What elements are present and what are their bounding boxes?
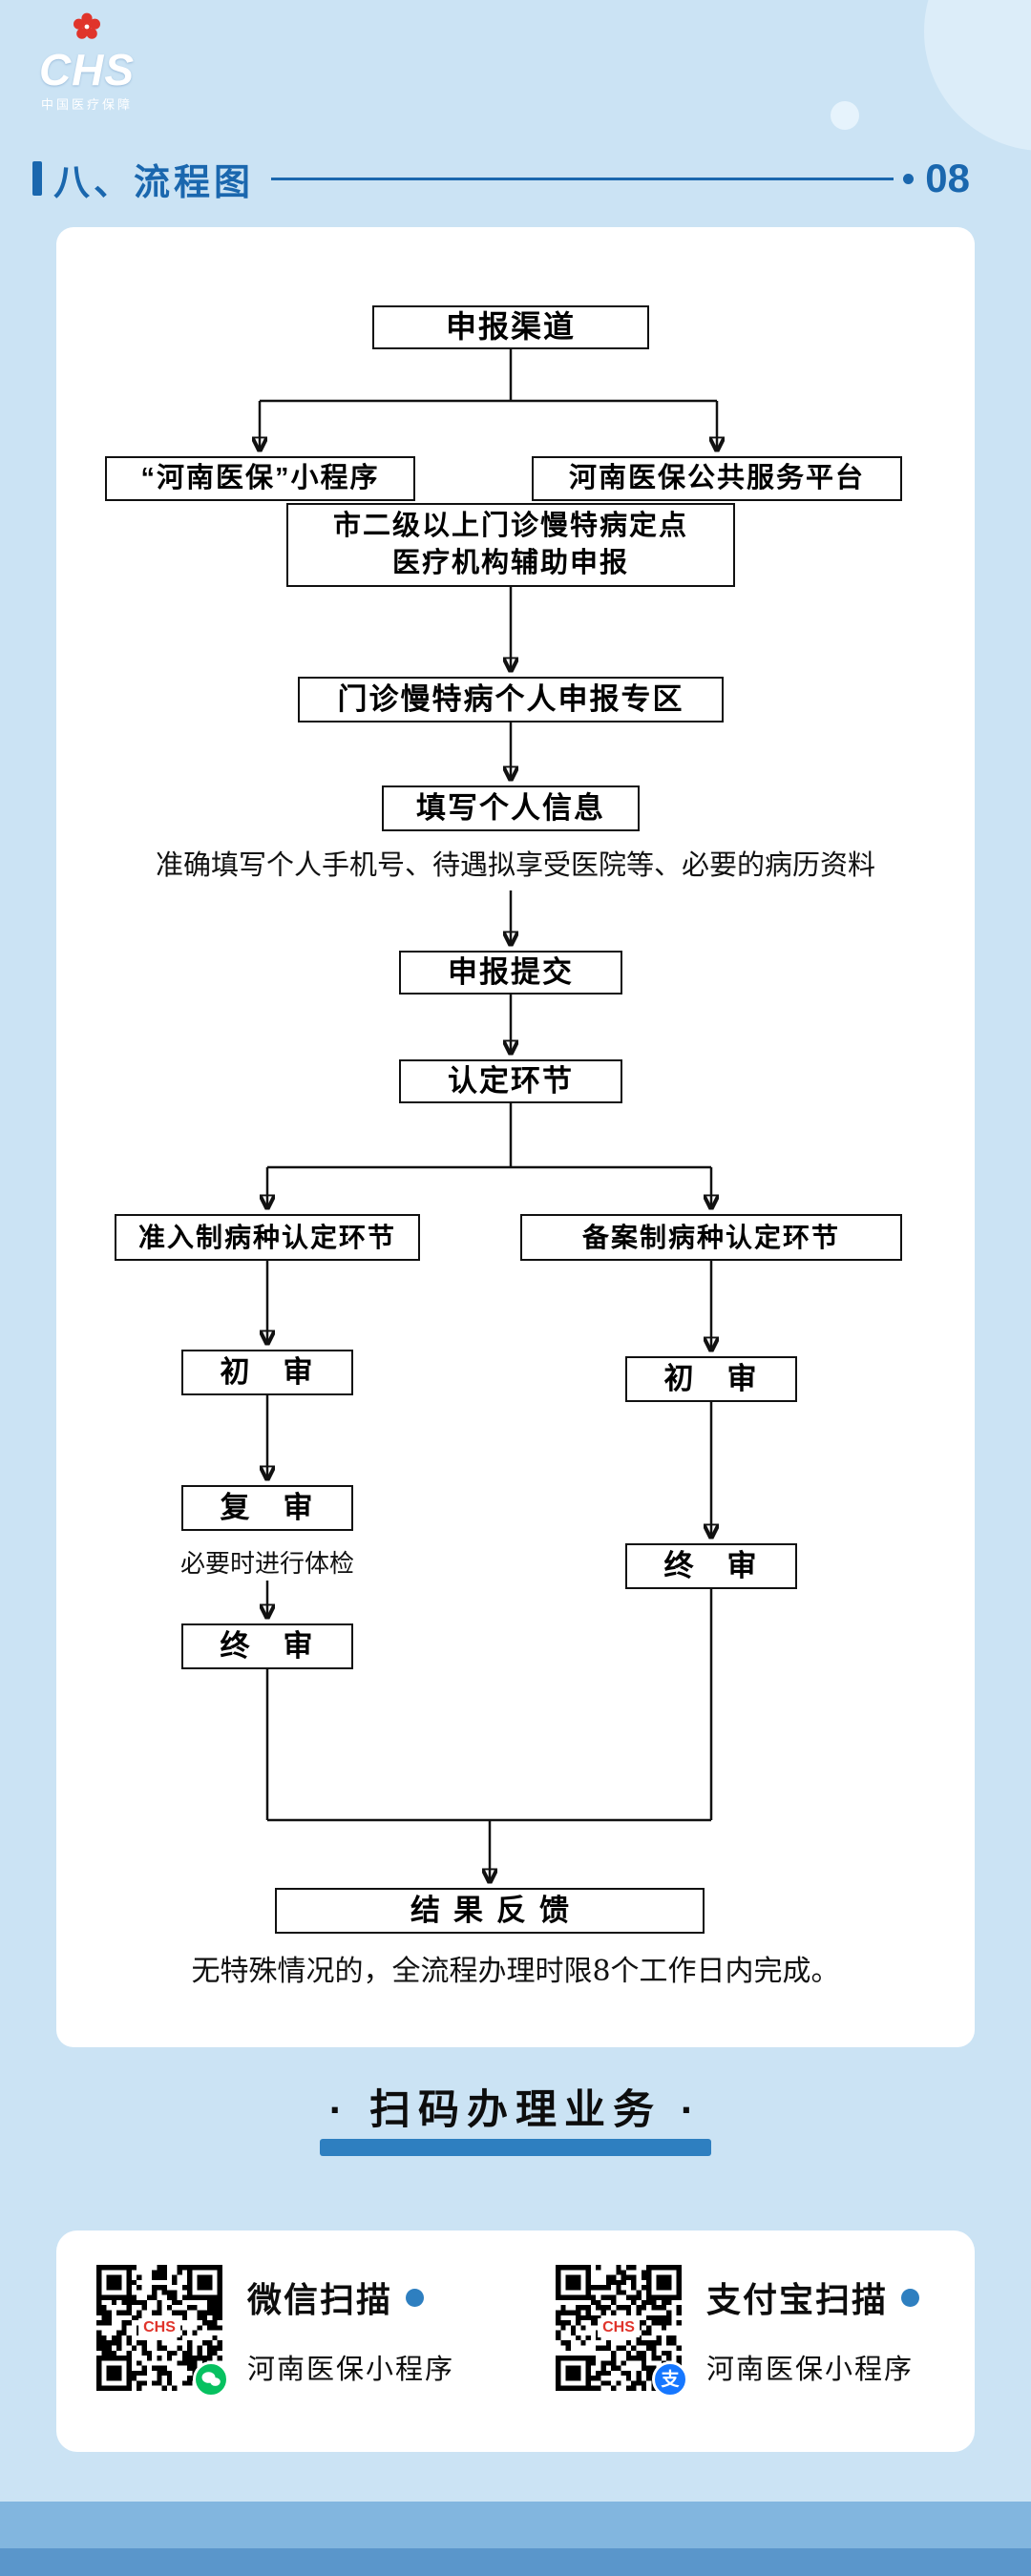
qr-pattern: [96, 2265, 222, 2391]
scan-title-underline: [320, 2139, 711, 2156]
flowchart-card: 申报渠道 “河南医保”小程序 河南医保公共服务平台 市二级以上门诊慢特病定点 医…: [56, 227, 975, 2047]
flow-node-fill-info: 填写个人信息: [382, 785, 640, 831]
qr-card: CHS 微信扫描 河南医保小程序 CHS: [56, 2230, 975, 2452]
flow-node-final-review-left: 终 审: [181, 1623, 353, 1669]
alipay-qr-code: CHS 支: [556, 2265, 688, 2398]
wechat-scan-label: 微信扫描: [247, 2280, 393, 2319]
flow-node-personal-zone: 门诊慢特病个人申报专区: [298, 677, 724, 723]
wechat-icon: [193, 2361, 229, 2398]
brand-name: CHS: [38, 45, 136, 94]
wechat-texts: 微信扫描 河南医保小程序: [247, 2265, 454, 2387]
flow-node-mini-program: “河南医保”小程序: [105, 456, 415, 501]
header-rule: [271, 177, 894, 180]
flow-note: 无特殊情况的，全流程办理时限8个工作日内完成。: [191, 1955, 840, 1988]
flow-node-first-review-right: 初 审: [625, 1356, 797, 1402]
flow-node-assist-line1: 市二级以上门诊慢特病定点: [332, 510, 688, 541]
wechat-app-label: 河南医保小程序: [247, 2355, 455, 2385]
flow-hint-physical: 必要时进行体检: [179, 1550, 354, 1579]
qr-center-logo: CHS: [598, 2318, 640, 2337]
flow-node-first-review-left: 初 审: [181, 1350, 353, 1395]
scan-section: · 扫码办理业务 ·: [0, 2090, 1031, 2156]
flow-node-review: 认定环节: [399, 1059, 622, 1103]
flow-node-final-review-right: 终 审: [625, 1543, 797, 1589]
footer-band-light: [0, 2502, 1031, 2548]
qr-pattern: [556, 2265, 682, 2391]
flow-connectors: [56, 349, 975, 2047]
flow-node-platform: 河南医保公共服务平台: [532, 456, 902, 501]
decor-circle-large: [924, 0, 1031, 151]
wechat-qr-code: CHS: [96, 2265, 229, 2398]
scan-section-title: · 扫码办理业务 ·: [328, 2087, 703, 2133]
title-accent-bar: [32, 161, 42, 196]
alipay-icon: 支: [652, 2361, 688, 2398]
page-title: 八、流程图: [53, 162, 255, 203]
flow-node-channel: 申报渠道: [372, 305, 649, 349]
flow-node-assist-line2: 医疗机构辅助申报: [391, 548, 629, 578]
qr-center-logo: CHS: [138, 2318, 180, 2337]
flow-node-record-branch: 备案制病种认定环节: [520, 1214, 902, 1261]
brand-logo: CHS 中国医疗保障: [25, 11, 149, 113]
brand-subtitle: 中国医疗保障: [40, 97, 133, 113]
footer-band-dark: [0, 2548, 1031, 2576]
label-dot-icon: [406, 2288, 425, 2307]
flow-node-second-review-left: 复 审: [181, 1485, 353, 1531]
qr-group-alipay: CHS 支 支付宝扫描 河南医保小程序: [556, 2265, 920, 2398]
label-dot-icon: [901, 2288, 920, 2307]
alipay-texts: 支付宝扫描 河南医保小程序: [706, 2265, 920, 2387]
alipay-scan-label: 支付宝扫描: [706, 2280, 889, 2319]
alipay-glyph: 支: [661, 2369, 680, 2390]
decor-circle-small: [831, 101, 859, 130]
qr-group-wechat: CHS 微信扫描 河南医保小程序: [96, 2265, 454, 2398]
alipay-app-label: 河南医保小程序: [706, 2355, 915, 2385]
flow-node-result: 结果反馈: [275, 1888, 705, 1934]
flow-node-submit: 申报提交: [399, 951, 622, 995]
header-rule-dot: [903, 173, 915, 184]
flow-hint-fill-info: 准确填写个人手机号、待遇拟享受医院等、必要的病历资料: [155, 848, 875, 881]
flow-node-assist: 市二级以上门诊慢特病定点 医疗机构辅助申报: [286, 503, 735, 587]
flow-node-admission-branch: 准入制病种认定环节: [115, 1214, 420, 1261]
header: 八、流程图 08: [32, 156, 970, 203]
page-number: 08: [925, 156, 970, 200]
flower-icon: [72, 12, 102, 46]
